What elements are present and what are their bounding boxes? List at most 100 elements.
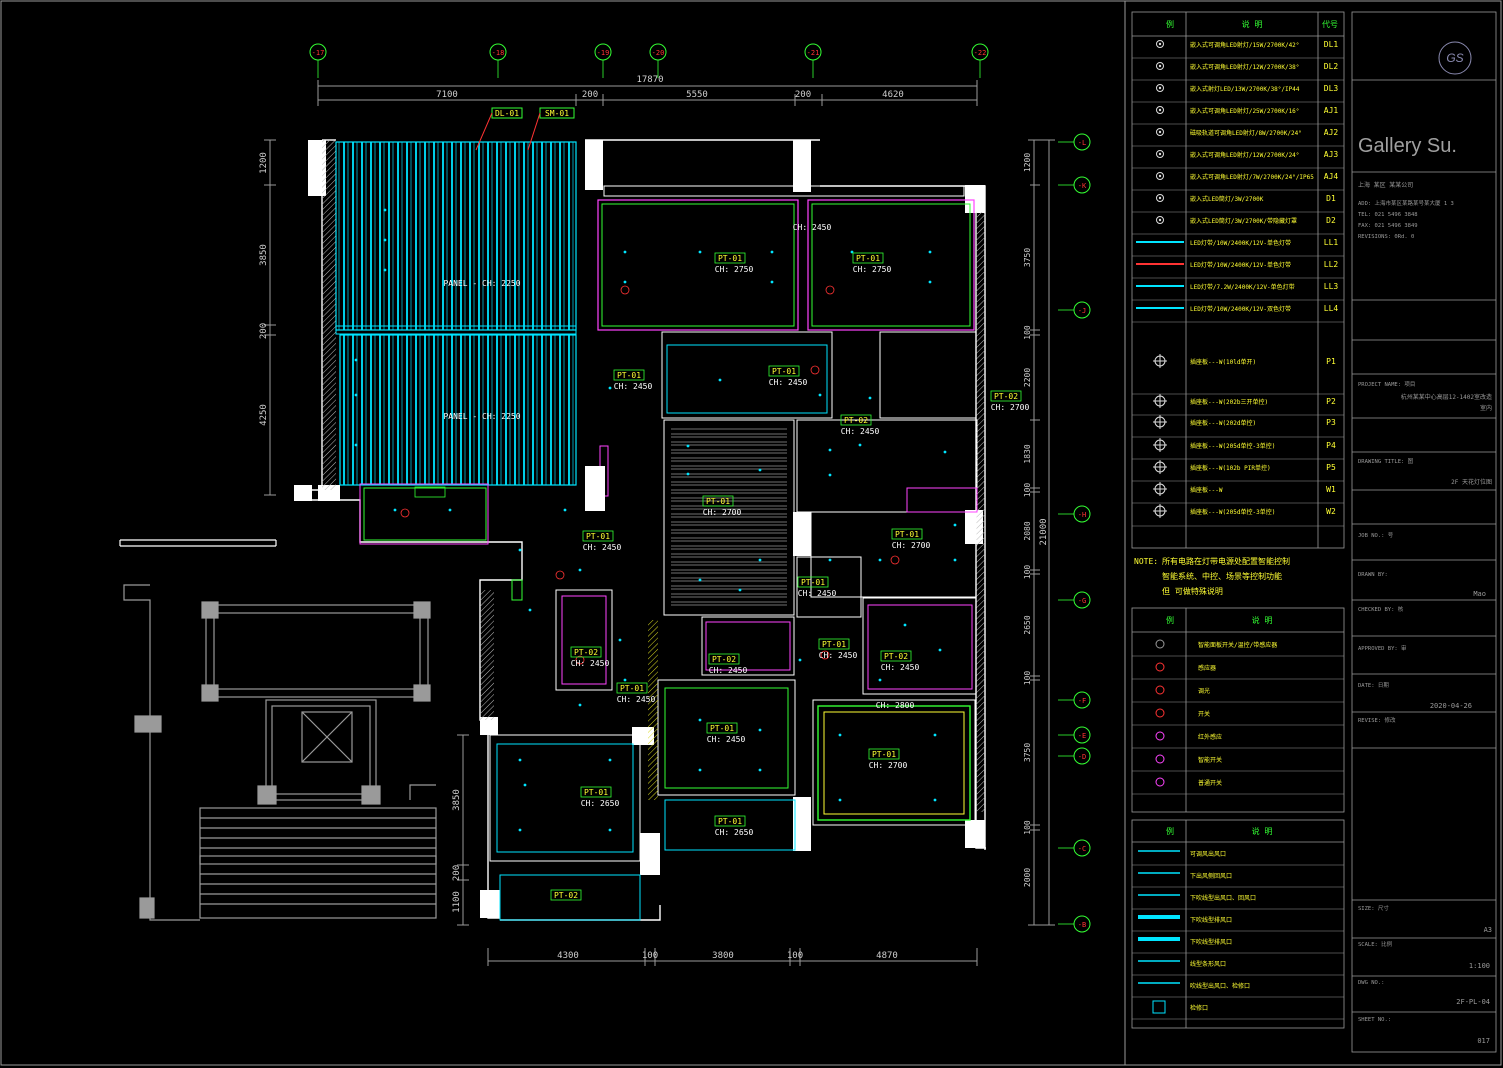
dim-right-overall: 21000	[1039, 518, 1049, 545]
dim-top-overall: 17870	[636, 75, 663, 85]
grid-row-bubble: -J	[1058, 301, 1091, 319]
svg-text:PT-01: PT-01	[856, 254, 880, 263]
title-block: GS	[1352, 41, 1496, 81]
legend1-row: 嵌入式LED筒灯/3W/2700K D1	[1156, 194, 1336, 203]
legend2-row: 感应器	[1132, 662, 1344, 680]
svg-text:CH: 2450: CH: 2450	[819, 651, 858, 660]
panel-ceiling-upper	[336, 142, 576, 330]
svg-text:-C: -C	[1078, 845, 1086, 853]
legend2-row: 普通开关	[1132, 777, 1344, 795]
dim-right-seg: 3750	[1023, 743, 1032, 762]
grid-row-bubble: -B	[1058, 915, 1091, 933]
callout-dl01: DL-01	[495, 109, 519, 118]
svg-text:LL2: LL2	[1324, 260, 1339, 269]
legend3-row: 线型条形风口	[1132, 960, 1344, 976]
grid-column-bubble: -17	[309, 43, 327, 78]
adjacent-core	[119, 539, 437, 921]
panel-label-lower: PANEL - CH: 2250	[443, 412, 520, 421]
dim-right-seg: 100	[1023, 565, 1032, 580]
sheet-label: SHEET NO.:	[1358, 1017, 1391, 1023]
dim-top-seg-2: 200	[582, 90, 598, 100]
drawing-title-label: DRAWING TITLE: 图	[1358, 457, 1414, 465]
date-label: DATE: 日期	[1358, 682, 1389, 689]
svg-text:PT-01: PT-01	[617, 371, 641, 380]
svg-text:GS: GS	[1446, 51, 1463, 65]
left-dimensions	[264, 139, 469, 926]
legend1-header-symbol: 例	[1166, 19, 1174, 29]
svg-text:智能开关: 智能开关	[1198, 756, 1222, 764]
panel-ceiling-lower	[340, 335, 576, 485]
size-label: SIZE: 尺寸	[1358, 904, 1389, 912]
grid-row-bubble: -L	[1058, 133, 1091, 151]
note-line-1: 所有电路在灯带电源处配置智能控制	[1162, 556, 1290, 566]
svg-text:CH: 2700: CH: 2700	[703, 508, 742, 517]
dim-right-seg: 100	[1023, 483, 1032, 498]
dim-left-lower-1: 3850	[452, 789, 462, 811]
panel-lower-outline	[339, 334, 577, 486]
svg-text:-J: -J	[1078, 307, 1086, 315]
svg-text:嵌入式可调角LED射灯/7W/2700K/24°/IP65: 嵌入式可调角LED射灯/7W/2700K/24°/IP65	[1190, 173, 1314, 181]
svg-text:插座板---W(102b PIR单控): 插座板---W(102b PIR单控)	[1190, 464, 1271, 472]
svg-text:嵌入式LED筒灯/3W/2700K: 嵌入式LED筒灯/3W/2700K	[1190, 195, 1264, 203]
svg-text:插座板---W(202d单控): 插座板---W(202d单控)	[1190, 419, 1256, 427]
dwg-value: 2F-PL-04	[1456, 998, 1490, 1006]
dim-bottom-5: 4870	[876, 951, 898, 961]
svg-text:-L: -L	[1078, 139, 1086, 147]
right-dim-segments: 1200375010022001830100208010026501003750…	[1023, 139, 1040, 926]
svg-text:PT-01: PT-01	[620, 684, 644, 693]
svg-text:插座板---W(205d单控-3单控): 插座板---W(205d单控-3单控)	[1190, 508, 1275, 516]
grid-rows: -L-K-J-H-G-F-E-D-C-B	[1058, 133, 1091, 933]
dim-left-2: 3850	[259, 244, 269, 266]
svg-text:AJ1: AJ1	[1324, 106, 1339, 115]
dim-right-seg: 2200	[1023, 368, 1032, 387]
svg-text:感应器: 感应器	[1198, 664, 1216, 672]
legend3-row: 下出风侧回风口	[1132, 872, 1344, 888]
legend1-row: 插座板---W(205d单控-3单控)W2	[1153, 504, 1336, 518]
svg-text:LED灯带/10W/2400K/12V-双色灯带: LED灯带/10W/2400K/12V-双色灯带	[1190, 305, 1291, 313]
svg-text:-22: -22	[974, 49, 987, 57]
svg-text:嵌入式射灯LED/13W/2700K/38°/IP44: 嵌入式射灯LED/13W/2700K/38°/IP44	[1190, 85, 1300, 93]
legend2-header-desc: 说 明	[1252, 615, 1273, 625]
legend1-row: 插座板---W(202d单控)P3	[1153, 415, 1336, 429]
svg-text:CH: 2700: CH: 2700	[869, 761, 908, 770]
grid-column-bubble: -18	[489, 43, 507, 78]
dim-left-3: 200	[259, 323, 269, 339]
svg-text:AJ3: AJ3	[1324, 150, 1339, 159]
svg-text:P4: P4	[1326, 441, 1336, 450]
callout-sm01: SM-01	[545, 109, 569, 118]
legend2-row: 红外感应	[1132, 731, 1344, 749]
svg-text:PT-01: PT-01	[710, 724, 734, 733]
legend1-row: 插座板---W(202b三开单控)P2	[1153, 394, 1336, 408]
svg-text:插座板---W(10ld单开): 插座板---W(10ld单开)	[1190, 358, 1256, 366]
svg-text:CH: 2450: CH: 2450	[841, 427, 880, 436]
svg-text:-21: -21	[807, 49, 820, 57]
title-block-lines	[1352, 171, 1496, 1013]
svg-text:CH: 2450: CH: 2450	[583, 543, 622, 552]
svg-text:D1: D1	[1326, 194, 1336, 203]
dim-right-seg: 2650	[1023, 615, 1032, 634]
svg-text:-D: -D	[1078, 753, 1086, 761]
svg-text:智能面板开关/温控/带感应器: 智能面板开关/温控/带感应器	[1198, 641, 1277, 649]
svg-text:CH: 2700: CH: 2700	[892, 541, 931, 550]
svg-text:下吹线型排风口: 下吹线型排风口	[1190, 916, 1232, 924]
svg-text:吹线型出风口、检修口: 吹线型出风口、检修口	[1190, 982, 1250, 990]
svg-text:可调风出风口: 可调风出风口	[1190, 850, 1226, 858]
room-tag	[414, 486, 446, 498]
svg-text:PT-01: PT-01	[586, 532, 610, 541]
dim-right-seg: 1830	[1023, 444, 1032, 463]
svg-text:LED灯带/10W/2400K/12V-单色灯带: LED灯带/10W/2400K/12V-单色灯带	[1190, 239, 1291, 247]
svg-text:-K: -K	[1078, 182, 1087, 190]
svg-text:CH: 2650: CH: 2650	[715, 828, 754, 837]
grid-row-bubble: -H	[1058, 505, 1091, 523]
top-dimensions	[317, 80, 978, 106]
